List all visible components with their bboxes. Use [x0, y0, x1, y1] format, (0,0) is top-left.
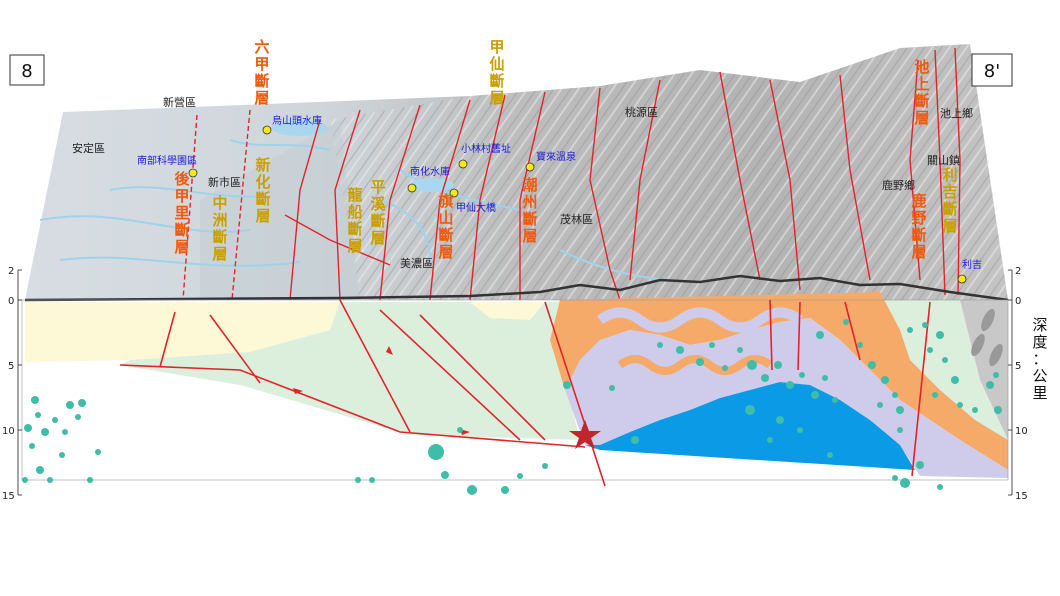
- fault-label-houjiali: 後甲里斷層: [173, 170, 190, 256]
- tick-0-right: 0: [1015, 296, 1021, 307]
- site-dot-science-park: [188, 168, 198, 178]
- tick-15-right: 15: [1015, 491, 1028, 502]
- lavender-layer: [565, 318, 1008, 478]
- site-dot-xiaolin: [458, 159, 468, 169]
- cream-layer-east: [470, 302, 545, 320]
- label-meinong: 美濃區: [400, 256, 433, 270]
- tick-10: 10: [2, 426, 15, 437]
- fault-label-jiaxian: 甲仙斷層: [489, 38, 504, 107]
- blue-basement: [585, 382, 915, 470]
- section-end-label: 8': [971, 53, 1013, 87]
- label-xinying: 新營區: [163, 95, 196, 109]
- nanhua-reservoir: [410, 178, 454, 192]
- site-dot-nanhua: [407, 183, 417, 193]
- label-luye: 鹿野鄉: [882, 178, 915, 192]
- tick-15: 15: [2, 491, 15, 502]
- fault-label-qishan: 旗山斷層: [438, 192, 453, 261]
- label-guanshan: 關山鎮: [927, 153, 960, 167]
- svg-text:8': 8': [984, 61, 1000, 82]
- svg-text:8: 8: [21, 61, 32, 82]
- label-wushantou: 烏山頭水庫: [272, 114, 322, 127]
- subsurface-faults: [119, 299, 931, 487]
- left-depth-axis: 2 0 5 10 15: [2, 266, 22, 502]
- mainshock-star: [569, 420, 601, 449]
- gray-block: [960, 300, 1008, 440]
- site-markers: 烏山頭水庫 南部科學園區 南化水庫 小林村舊址 甲仙大橋 寶來溫泉 利吉: [137, 114, 982, 284]
- section-frame: [21, 299, 1009, 481]
- tick-10-right: 10: [1015, 426, 1028, 437]
- fault-label-zhongzhou: 中洲斷層: [212, 194, 227, 263]
- fault-label-liji: 利吉斷層: [942, 166, 957, 235]
- site-dot-jiaxian-bridge: [449, 188, 459, 198]
- fault-labels: 六甲斷層 甲仙斷層 池上斷層 後甲里斷層 中洲斷層 新化斷層 龍船斷層 平溪斷層…: [173, 38, 957, 263]
- wushantou-reservoir: [272, 120, 328, 136]
- fault-label-liujia: 六甲斷層: [254, 38, 269, 107]
- label-science-park: 南部科學園區: [137, 154, 197, 167]
- lavender-wave-band: [597, 307, 803, 333]
- fault-label-longchuan: 龍船斷層: [347, 186, 362, 255]
- site-dot-baolai: [525, 162, 535, 172]
- label-xinshi: 新市區: [208, 175, 241, 189]
- terrain-skyline: [24, 274, 1009, 302]
- tick-0: 0: [8, 296, 14, 307]
- label-jiaxian-bridge: 甲仙大橋: [456, 201, 496, 214]
- earthquake-hypocenters: [22, 319, 1002, 495]
- fault-label-xinhua: 新化斷層: [255, 156, 270, 225]
- terrain-map: [24, 44, 1009, 302]
- label-xiaolin: 小林村舊址: [461, 142, 511, 155]
- orange-wave-band: [617, 355, 773, 375]
- label-nanhua: 南化水庫: [410, 165, 450, 178]
- tick-5-right: 5: [1015, 361, 1021, 372]
- foothill-shading: [200, 120, 360, 300]
- fault-label-pingxi: 平溪斷層: [370, 178, 386, 247]
- tick-2: 2: [8, 266, 14, 277]
- label-taoyuan: 桃源區: [625, 105, 658, 119]
- site-dot-wushantou: [262, 125, 272, 135]
- geologic-section: [21, 292, 1009, 495]
- fault-label-luye: 鹿野斷層: [911, 192, 926, 261]
- green-layer: [120, 302, 580, 440]
- label-liji: 利吉: [962, 259, 982, 271]
- cream-layer: [25, 302, 340, 362]
- fault-label-chaozhou: 潮州斷層: [521, 176, 537, 245]
- surface-fault-traces: [182, 47, 961, 301]
- site-dot-liji: [957, 274, 967, 284]
- label-chishang: 池上鄉: [940, 107, 973, 120]
- fault-label-chishang: 池上斷層: [914, 58, 929, 127]
- section-start-label: 8: [9, 54, 45, 86]
- mountain-relief: [330, 44, 1008, 300]
- depth-axis-title: 深度：公里: [1032, 316, 1047, 402]
- tick-5: 5: [8, 361, 14, 372]
- tick-2-right: 2: [1015, 266, 1021, 277]
- label-baolai: 寶來溫泉: [536, 150, 576, 163]
- right-depth-axis: 2 0 5 10 15: [1008, 266, 1028, 502]
- place-labels: 新營區 安定區 新市區 桃源區 美濃區 茂林區 池上鄉 關山鎮 鹿野鄉: [72, 95, 973, 270]
- label-anding: 安定區: [72, 141, 105, 155]
- label-maolin: 茂林區: [560, 212, 593, 226]
- gray-block-marks: [971, 308, 1003, 367]
